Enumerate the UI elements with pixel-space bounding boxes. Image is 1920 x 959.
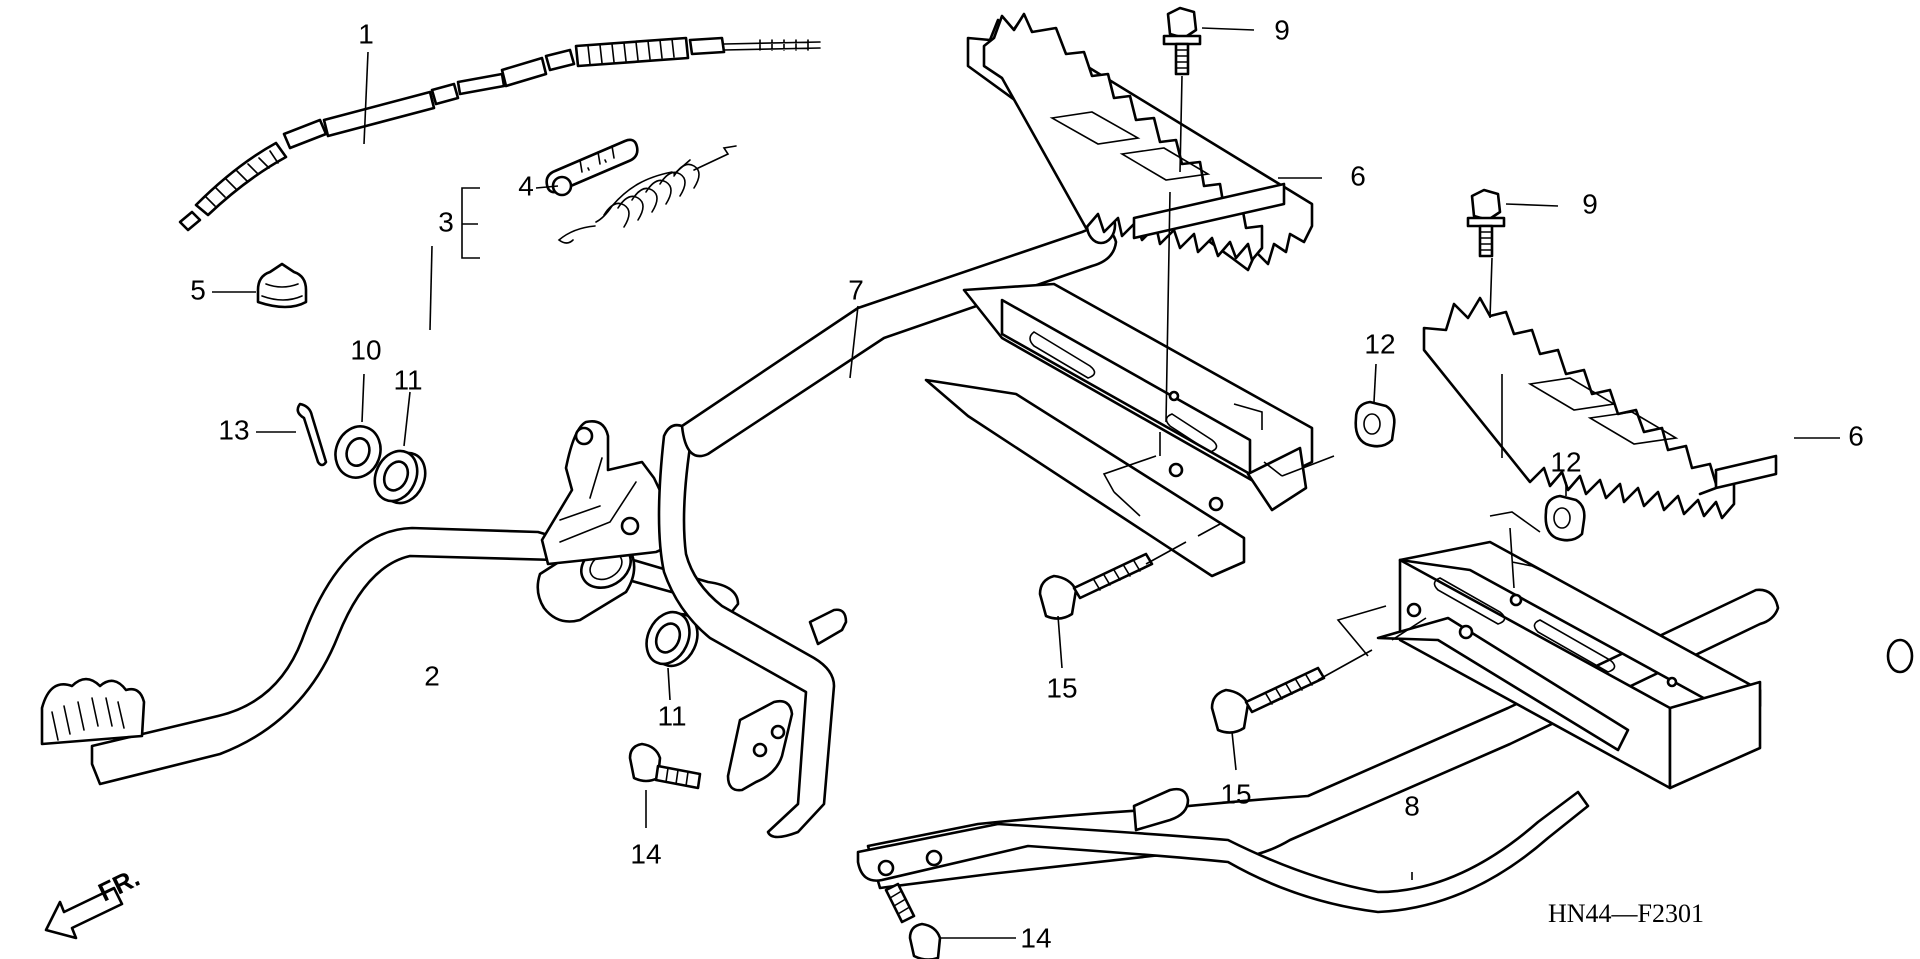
bushing-upper-part <box>373 449 427 505</box>
brake-cable-part <box>178 36 821 232</box>
callout-6a: 6 <box>1350 160 1366 191</box>
footpeg-lower-part <box>1422 296 1778 520</box>
bushing-lower-part <box>645 610 699 668</box>
return-spring-part <box>545 138 737 244</box>
callout-labels: 1 2 3 4 5 6 6 7 8 9 9 10 11 11 12 12 13 … <box>190 14 1864 953</box>
callout-8: 8 <box>1404 790 1420 821</box>
left-footrest-bracket-part <box>657 205 1314 839</box>
callout-7: 7 <box>848 274 864 305</box>
short-bolt-lower-part <box>884 882 942 959</box>
callout-1: 1 <box>358 18 374 49</box>
callout-12a: 12 <box>1364 328 1395 359</box>
front-direction-arrow-icon <box>44 886 124 940</box>
rubber-cap-part <box>256 262 308 309</box>
callout-14b: 14 <box>1020 922 1051 953</box>
bolt-lower-part <box>1466 188 1506 258</box>
callout-14a: 14 <box>630 838 661 869</box>
bolt-upper-part <box>1162 6 1202 76</box>
short-bolt-upper-part <box>628 742 702 790</box>
callout-15b: 15 <box>1220 778 1251 809</box>
callout-leaders <box>212 27 1840 939</box>
callout-5: 5 <box>190 274 206 305</box>
callout-13: 13 <box>218 414 249 445</box>
callout-6b: 6 <box>1848 420 1864 451</box>
callout-4: 4 <box>518 170 534 201</box>
callout-2: 2 <box>424 660 440 691</box>
callout-3: 3 <box>438 206 454 237</box>
right-footrest-bracket-part <box>856 540 1914 914</box>
long-bolt-upper-part <box>1038 552 1154 620</box>
callout-9b: 9 <box>1582 188 1598 219</box>
callout-9a: 9 <box>1274 14 1290 45</box>
callout-15a: 15 <box>1046 672 1077 703</box>
long-bolt-lower-part <box>1210 666 1326 734</box>
diagram-code: HN44—F2301 <box>1548 899 1704 928</box>
washer-part <box>334 425 382 479</box>
assembly-lines <box>1102 75 1557 681</box>
footpeg-upper-part <box>966 12 1314 272</box>
flange-nut-lower-part <box>1544 494 1586 542</box>
front-direction-indicator: FR. <box>44 862 144 940</box>
callout-10: 10 <box>350 334 381 365</box>
callout-12b: 12 <box>1550 446 1581 477</box>
cotter-pin-part <box>296 402 328 467</box>
callout-11a: 11 <box>393 364 422 395</box>
callout-11b: 11 <box>657 700 686 731</box>
brake-pedal-part <box>40 420 740 786</box>
flange-nut-upper-part <box>1354 400 1396 448</box>
